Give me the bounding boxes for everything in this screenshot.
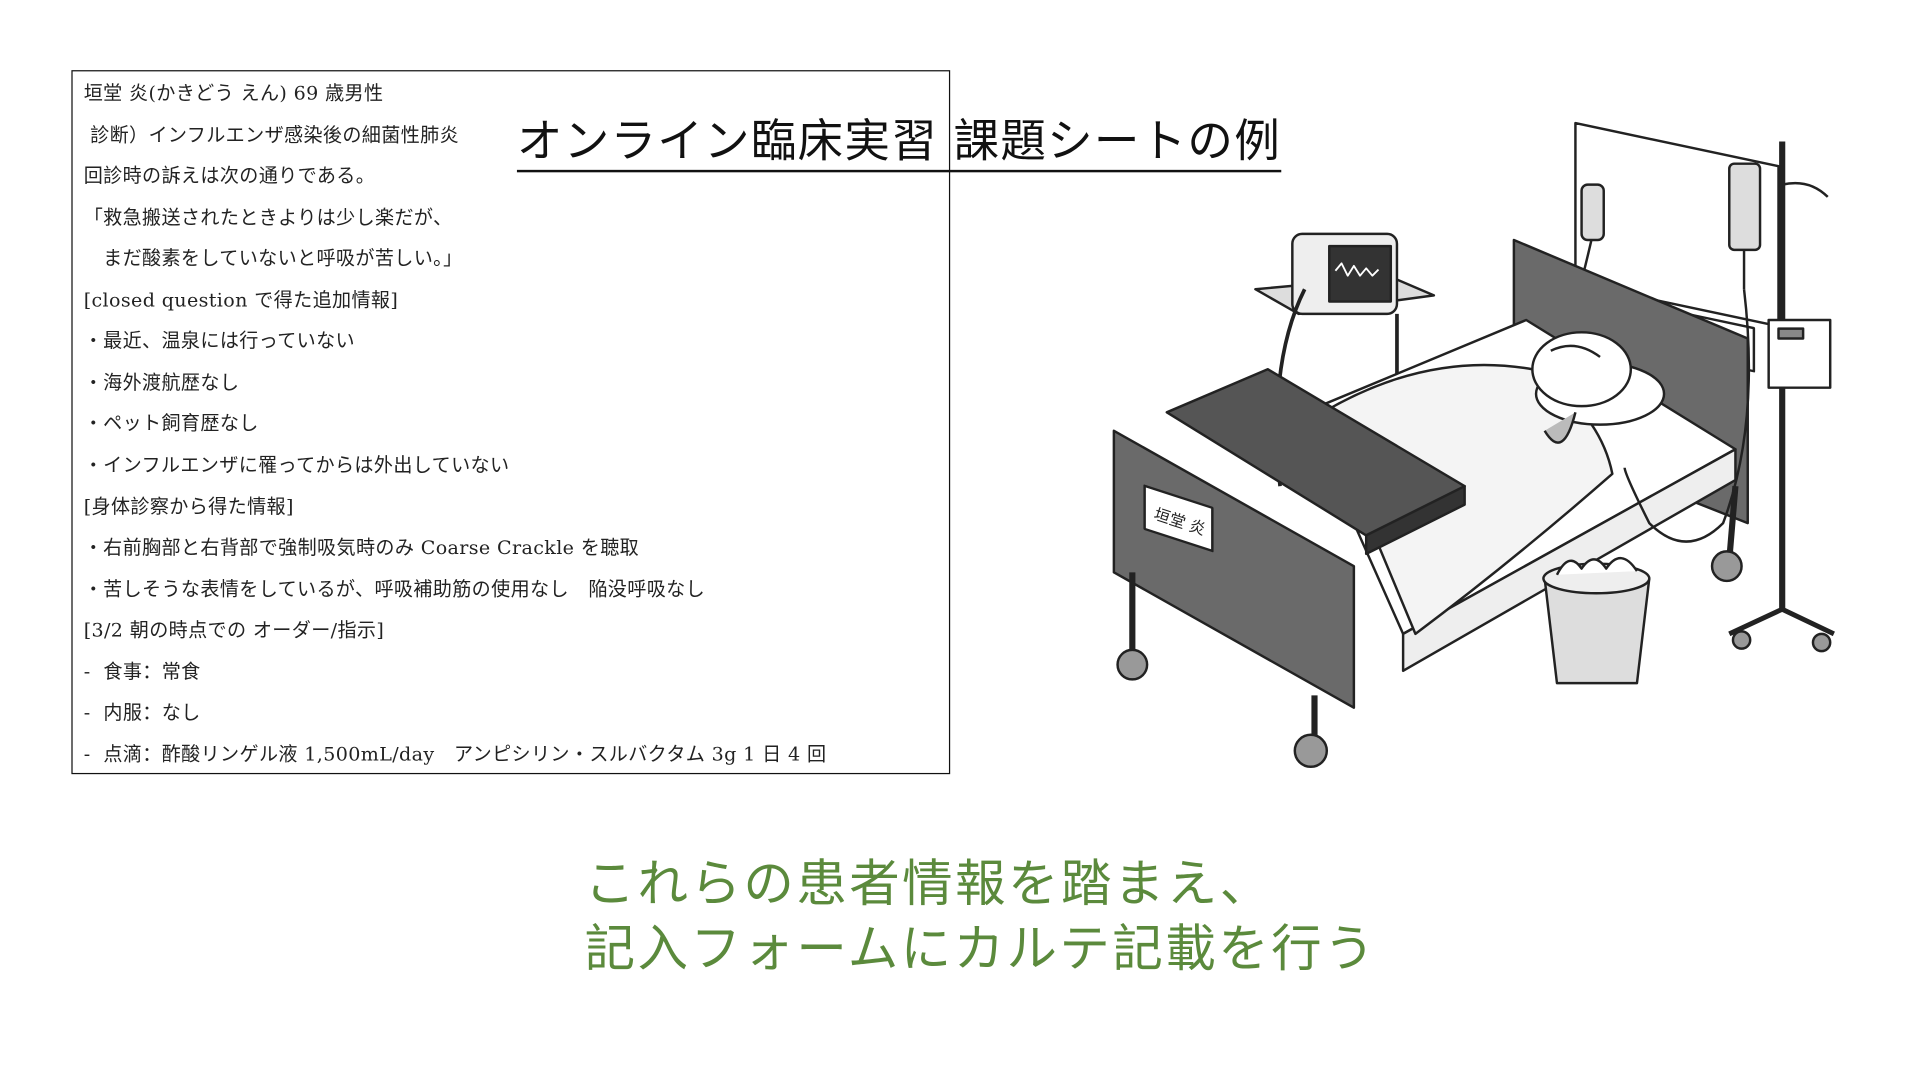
patient-info-box: 垣堂 炎(かきどう えん) 69 歳男性 診断）インフルエンザ感染後の細菌性肺炎… [71, 70, 951, 775]
info-line: ・右前胸部と右背部で強制吸気時のみ Coarse Crackle を聴取 [83, 536, 640, 559]
caption-line-2: 記入フォームにカルテ記載を行う [584, 919, 1377, 979]
slide-title: オンライン臨床実習 課題シートの例 [516, 113, 1281, 173]
info-line: 診断）インフルエンザ感染後の細菌性肺炎 [83, 124, 460, 147]
info-line: [closed question で得た追加情報] [83, 289, 399, 312]
info-line: [3/2 朝の時点での オーダー/指示] [83, 619, 385, 642]
info-line: ・苦しそうな表情をしているが、呼吸補助筋の使用なし 陥没呼吸なし [83, 578, 706, 601]
info-line: 回診時の訴えは次の通りである。 [83, 164, 376, 188]
info-line: 垣堂 炎(かきどう えん) 69 歳男性 [83, 82, 384, 105]
info-line: - 内服：なし [83, 701, 201, 724]
info-line: [身体診察から得た情報] [83, 496, 294, 519]
caption: これらの患者情報を踏まえ、 記入フォームにカルテ記載を行う [585, 852, 1377, 982]
hospital-bed-illustration: 垣堂 炎 [1112, 121, 1835, 769]
info-line: ・海外渡航歴なし [83, 371, 240, 394]
info-line: 「救急搬送されたときよりは少し楽だが、 [83, 206, 453, 229]
caption-line-1: これらの患者情報を踏まえ、 [584, 854, 1273, 914]
info-line: - 食事：常食 [83, 660, 201, 684]
info-line: ・ペット飼育歴なし [83, 412, 259, 435]
info-line: ・インフルエンザに罹ってからは外出していない [83, 454, 510, 477]
info-line: - 点滴：酢酸リンゲル液 1,500mL/day アンピシリン・スルバクタム 3… [83, 743, 827, 766]
info-line: まだ酸素をしていないと呼吸が苦しい。」 [83, 247, 463, 270]
info-line: ・最近、温泉には行っていない [83, 329, 356, 353]
